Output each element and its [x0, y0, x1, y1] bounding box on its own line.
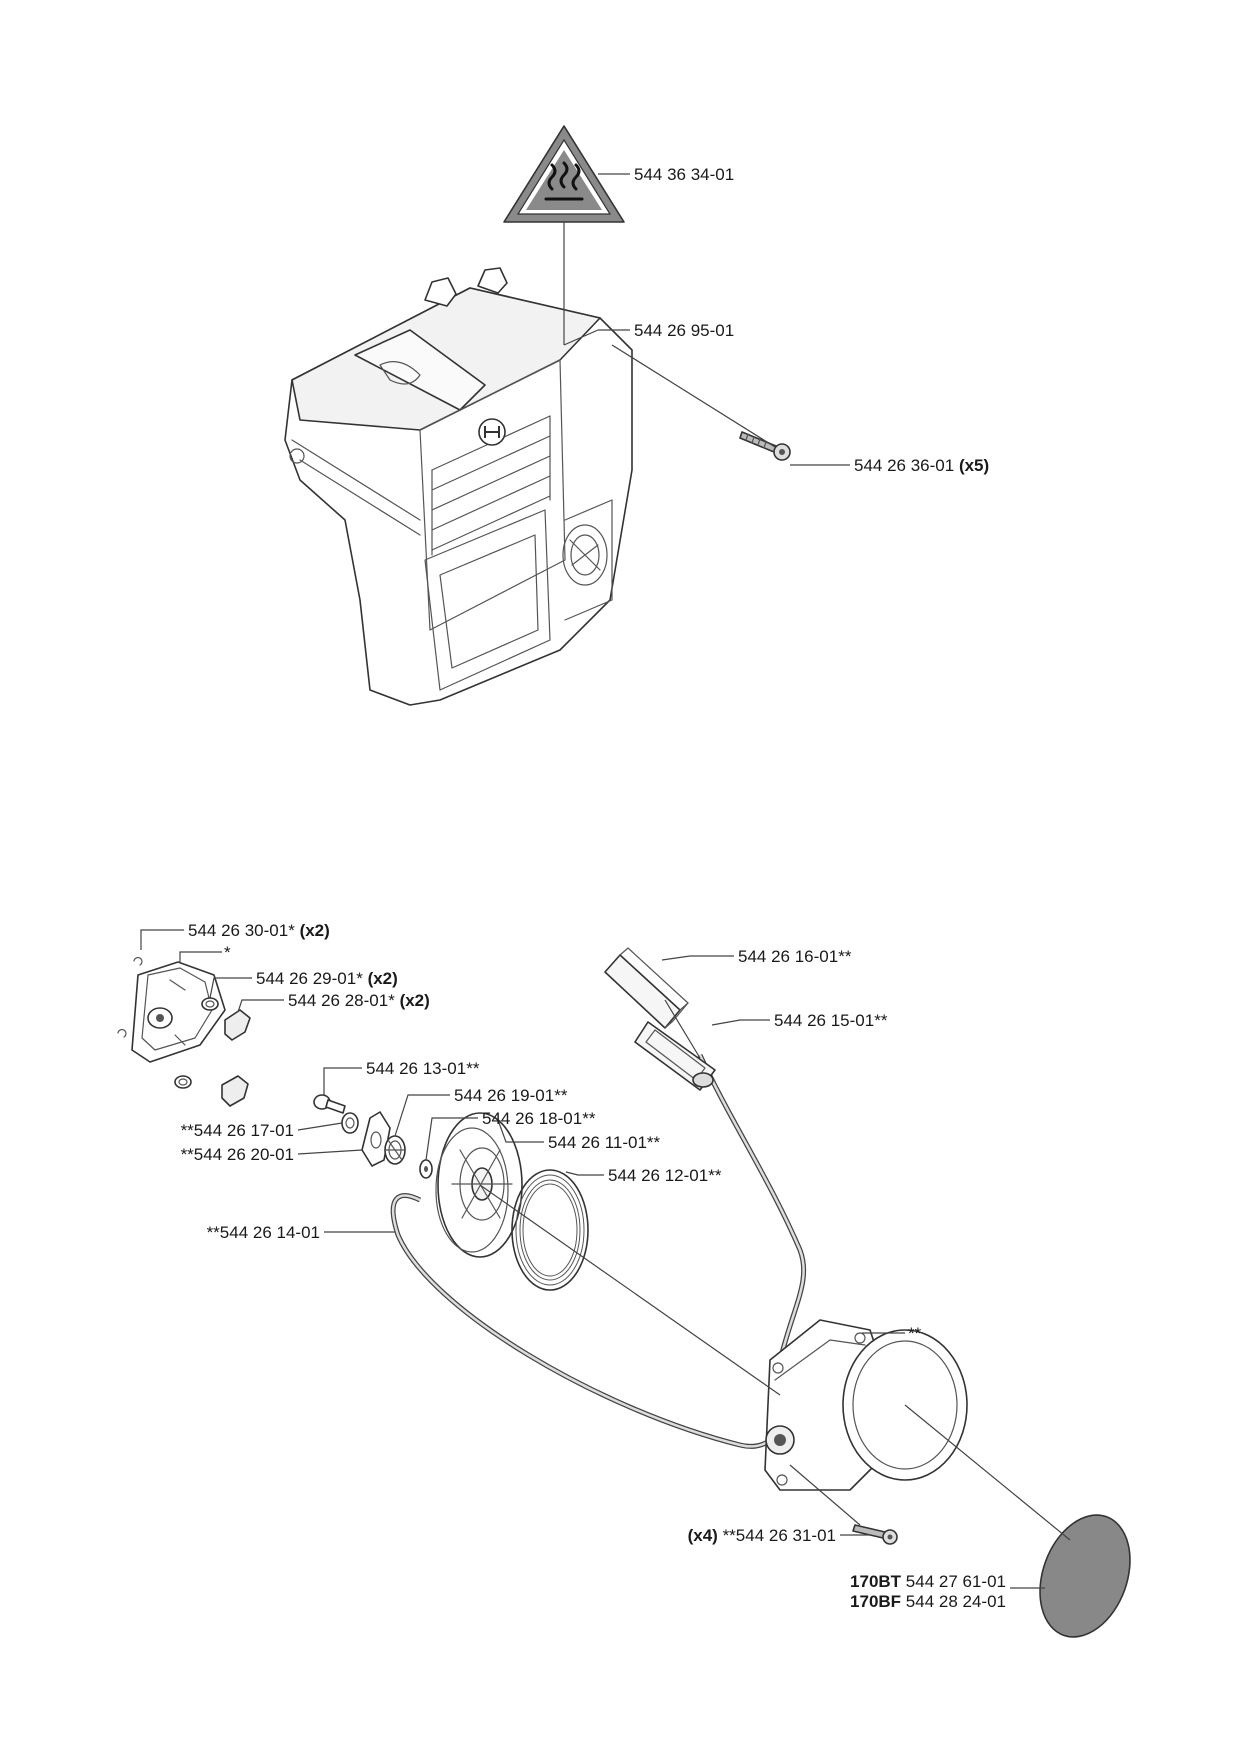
label-cylinder-cover: 544 26 95-01 [634, 321, 734, 340]
warning-decal [503, 125, 625, 223]
label-starter-handle-b: 544 26 15-01** [774, 1011, 888, 1030]
label-pawl: 544 26 28-01* (x2) [288, 991, 430, 1010]
label-pawl-carrier: * [224, 943, 231, 962]
label-decal-170bf: 170BF 544 28 24-01 [850, 1592, 1006, 1611]
cover-screw [739, 431, 791, 461]
center-screw [313, 1094, 346, 1114]
handle-leaders-internal [664, 999, 701, 1059]
label-washer-b: 544 26 18-01** [482, 1109, 596, 1128]
label-warning-decal: 544 36 34-01 [634, 165, 734, 184]
housing-screw [852, 1524, 898, 1545]
rope-pulley [435, 1112, 523, 1258]
label-starter-rope: **544 26 14-01 [207, 1223, 320, 1242]
starter-housing [764, 1319, 968, 1491]
cylinder-cover [284, 267, 633, 706]
starter-rope [390, 1053, 807, 1449]
hot-surface-icon [544, 161, 584, 201]
label-center-screw: 544 26 13-01** [366, 1059, 480, 1078]
label-housing-screw: (x4) **544 26 31-01 [688, 1526, 836, 1545]
pawl-carrier [131, 961, 226, 1063]
starter-handle-a [604, 947, 689, 1029]
recoil-spring [511, 1169, 589, 1291]
brand-logo-icon [478, 418, 506, 446]
starter-handle-b [634, 1021, 716, 1091]
upper-leaders [563, 173, 850, 466]
label-washer-a: 544 26 19-01** [454, 1086, 568, 1105]
label-decal-170bt: 170BT 544 27 61-01 [850, 1572, 1006, 1591]
washer-b [419, 1159, 433, 1179]
pawl-spring-clip [117, 957, 143, 1038]
washer-a [384, 1135, 406, 1165]
label-rope-pulley: 544 26 11-01** [548, 1133, 661, 1152]
label-recoil-spring: 544 26 12-01** [608, 1166, 722, 1185]
bushing [341, 1112, 359, 1134]
pawl [221, 1009, 251, 1107]
label-pawl-spring: 544 26 29-01* (x2) [256, 969, 398, 988]
cover-grille [431, 415, 551, 556]
label-starter-handle-a: 544 26 16-01** [738, 947, 852, 966]
starter-decal [1039, 1514, 1131, 1638]
label-pawl-spring-clip: 544 26 30-01* (x2) [188, 921, 330, 940]
label-pawl-plate: **544 26 20-01 [181, 1145, 294, 1164]
label-starter-housing: ** [908, 1324, 922, 1343]
pawl-plate [361, 1111, 391, 1167]
label-bushing: **544 26 17-01 [181, 1121, 294, 1140]
cover-side-vent [562, 524, 608, 586]
pawl-spring [174, 997, 219, 1089]
label-cover-screw: 544 26 36-01 (x5) [854, 456, 989, 475]
lower-leaders [140, 929, 1071, 1589]
